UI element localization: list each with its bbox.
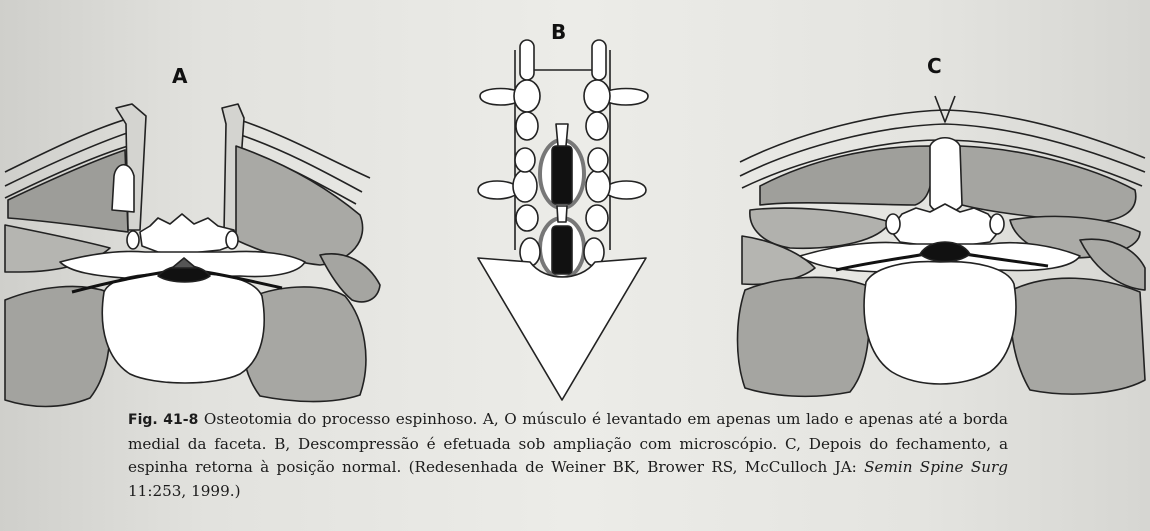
caption-text-2: 11:253, 1999.) xyxy=(128,482,241,500)
panel-label-a: A xyxy=(172,64,187,88)
psoas-left-a xyxy=(5,286,110,406)
vertebral-body-c xyxy=(864,262,1016,384)
panel-c-drawing xyxy=(738,96,1146,396)
figure-number: Fig. 41-8 xyxy=(128,412,198,428)
sacrum xyxy=(478,258,646,400)
vertebral-body-a xyxy=(102,274,264,383)
muscle-right-a xyxy=(236,146,363,265)
caption-journal: Semin Spine Surg xyxy=(864,458,1008,476)
panel-a-drawing xyxy=(5,104,380,407)
psoas-right-c xyxy=(1011,278,1145,394)
muscle-left-c xyxy=(760,146,932,205)
panel-label-c: C xyxy=(927,54,942,78)
psoas-left-c xyxy=(738,277,870,396)
panel-label-b: B xyxy=(551,20,566,44)
figure-caption: Fig. 41-8 Osteotomia do processo espinho… xyxy=(128,408,1008,503)
panel-b-drawing xyxy=(478,40,648,400)
